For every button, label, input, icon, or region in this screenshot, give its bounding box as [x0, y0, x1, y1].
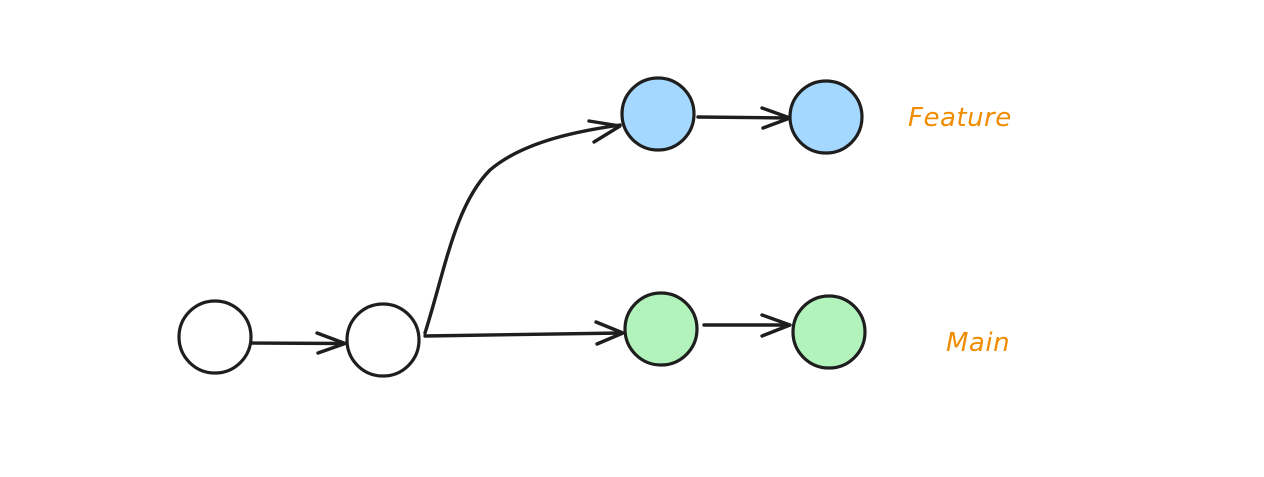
edge-commit1-commit2 — [249, 341, 346, 346]
commit-node-main-2 — [791, 294, 867, 370]
commit-node-base-2 — [345, 302, 421, 378]
arrowhead-main1-main2 — [760, 313, 792, 338]
main-branch-label: Main — [946, 328, 1010, 358]
arrowhead-commit2-main1 — [594, 320, 625, 346]
commit-node-main-1 — [623, 291, 699, 367]
arrowhead-commit1-commit2 — [315, 331, 347, 355]
feature-branch-label: Feature — [908, 103, 1012, 133]
edge-feature1-feature2 — [696, 115, 791, 120]
edges — [249, 106, 792, 355]
commit-node-base-1 — [177, 299, 253, 375]
nodes — [177, 76, 867, 378]
commit-node-feature-1 — [620, 76, 696, 152]
edge-commit2-feature1 — [423, 123, 622, 335]
edge-commit2-main1 — [423, 331, 624, 338]
commit-node-feature-2 — [788, 79, 864, 155]
arrowhead-commit2-feature1 — [587, 119, 622, 144]
